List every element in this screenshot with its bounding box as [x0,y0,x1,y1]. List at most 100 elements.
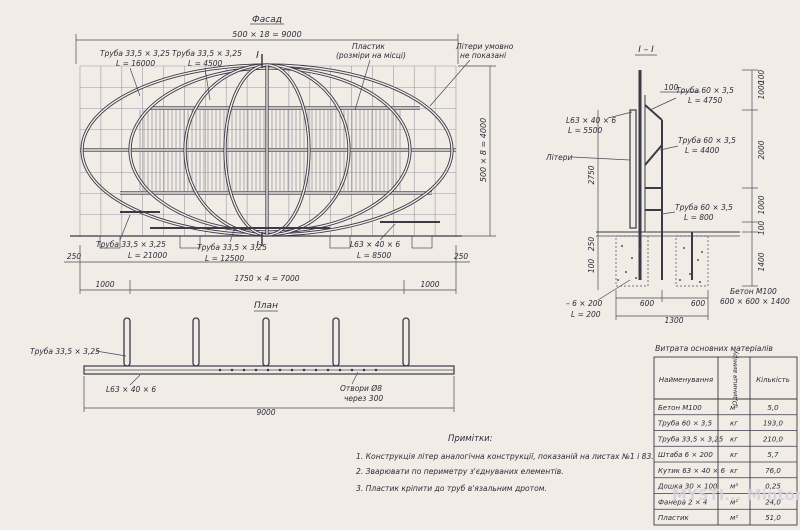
plan-hole [374,368,378,372]
plan-hole [242,368,246,372]
materials-header-name: Найменування [659,376,713,384]
plan-pipe-name: Труба 33,5 × 3,25 [30,347,100,356]
dim-600-right: 600 [691,299,706,308]
concrete-dot [639,249,641,251]
materials-cell-unit: м² [730,514,738,522]
dim-100-low: 100 [757,221,766,236]
pipe1-name: Труба 33,5 × 3,25 [100,49,170,58]
dim-1300: 1300 [664,316,683,325]
materials-cell-name: Штаба 6 × 200 [658,451,713,459]
section-letters: Літери [545,153,572,162]
materials-cell-unit: м² [730,498,738,506]
section-mark-top: I [256,50,259,61]
section-angle-name: L63 × 40 × 6 [566,116,616,125]
materials-cell-name: Пластик [658,514,690,522]
materials-cell-name: Дошка 30 × 100 [657,483,718,491]
facade-angle-name: L63 × 40 × 6 [350,240,400,249]
dim-250-right: 250 [454,252,469,261]
section-mark-bottom: I [256,240,259,251]
materials-cell-qty: 5,7 [767,451,779,459]
section-concrete-size: 600 × 600 × 1400 [720,297,790,306]
plan-hole [278,368,282,372]
pipe2-name: Труба 33,5 × 3,25 [172,49,242,58]
pipe4-len: L = 12500 [205,254,244,263]
facade-dim-right: 500 × 8 = 4000 [479,118,488,182]
plan-hole [266,368,270,372]
materials-cell-unit: кг [730,451,738,459]
plan-dim-total: 9000 [256,408,275,417]
materials-cell-name: Труба 33,5 × 3,25 [658,435,724,443]
concrete-dot [617,279,619,281]
materials-table: Витрата основних матеріалів Найменування… [653,344,798,526]
materials-title: Витрата основних матеріалів [655,344,773,353]
plastic-panels [139,110,401,191]
section-view: I – I 1000 2000 1000 100 1400 [545,45,790,325]
plan-hole [350,368,354,372]
materials-cell-qty: 0,25 [765,483,781,491]
materials-cell-unit: кг [730,435,738,443]
plan-post [332,317,340,367]
plan-hole [254,368,258,372]
pipe3-name: Труба 33,5 × 3,25 [96,240,166,249]
dim-1000-right: 1000 [420,280,439,289]
materials-cell-name: Бетон М100 [658,404,702,412]
plan-post [262,317,270,367]
concrete-dot [701,251,703,253]
materials-cell-name: Фанера 2 × 4 [658,498,707,506]
plan-holes [218,368,378,372]
materials-cell-qty: 210,0 [763,435,784,443]
notes: Примітки: 1. Конструкція літер аналогічн… [356,434,654,493]
facade-angle-len: L = 8500 [357,251,392,260]
plan-hole [362,368,366,372]
concrete-dot [679,279,681,281]
materials-cell-qty: 24,0 [765,498,781,506]
plan-hole [314,368,318,372]
facade-callouts: Труба 33,5 × 3,25 L = 16000 Труба 33,5 ×… [96,42,514,263]
plan-view: План Труба 33,5 × 3,25 L63 × 40 × 6 Отво… [30,301,455,417]
concrete-dot [631,257,633,259]
plan-hole [302,368,306,372]
dim-100-top: 100 [757,70,766,85]
plan-post [402,317,410,367]
dim-1000-top: 1000 [757,80,766,99]
plan-title: План [254,301,278,311]
section-pipe-b-len: L = 4400 [685,146,720,155]
plan-angle-name: L63 × 40 × 6 [106,385,156,394]
concrete-dot [625,271,627,273]
dim-1000-left: 1000 [95,280,114,289]
concrete-dot [697,259,699,261]
section-pipe-c-name: Труба 60 × 3,5 [675,203,733,212]
concrete-dot [689,273,691,275]
section-angle-len: L = 5500 [568,126,603,135]
plan-hole [338,368,342,372]
materials-cell-unit: м³ [730,404,738,412]
concrete-dot [699,281,701,283]
plan-posts [123,317,410,367]
plan-hole [326,368,330,372]
pipe3-len: L = 21000 [128,251,167,260]
plan-post [192,317,200,367]
facade-view: Фасад 500 × 18 = 9000 [64,15,514,294]
pipe4-name: Труба 33,5 × 3,25 [197,243,267,252]
plan-post [123,317,131,367]
plan-hole [290,368,294,372]
note-1: 1. Конструкція літер аналогічна конструк… [356,452,654,461]
section-strip-name: – 6 × 200 [566,299,603,308]
watermark: MYSTI... Mintorg... [672,486,800,504]
materials-cell-unit: м³ [730,483,738,491]
dim-2000: 2000 [757,140,766,159]
facade-title: Фасад [252,15,282,25]
plan-hole [230,368,234,372]
materials-cell-name: Труба 60 × 3,5 [658,420,713,428]
plastic-label: Пластик [352,42,385,51]
letters-note-2: не показані [460,51,507,60]
dim-100-ground: 100 [587,259,596,274]
dim-600-left: 600 [640,299,655,308]
concrete-dot [635,277,637,279]
section-pipe-a-len: L = 4750 [688,96,723,105]
materials-cell-qty: 76,0 [765,467,781,475]
concrete-dot [683,247,685,249]
section-strip-len: L = 200 [571,310,601,319]
dim-1750x4: 1750 × 4 = 7000 [234,274,299,283]
